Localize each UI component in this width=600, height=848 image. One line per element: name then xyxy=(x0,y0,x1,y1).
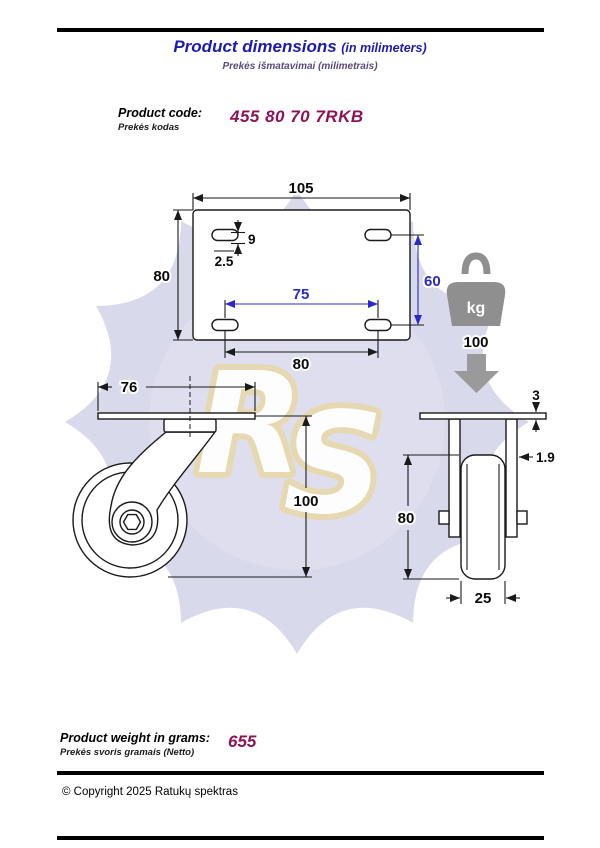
dim-wheel-width: 25 xyxy=(475,590,492,607)
down-arrow-icon xyxy=(454,354,499,393)
copyright-text: © Copyright 2025 Ratukų spektras xyxy=(62,786,238,798)
bottom-divider xyxy=(57,836,544,840)
dim-plate-width: 105 xyxy=(288,180,313,197)
dim-side-plate-length: 76 xyxy=(121,379,138,396)
slot-bottom-left xyxy=(211,318,239,332)
top-divider xyxy=(57,28,544,32)
side-plate xyxy=(97,412,256,420)
product-code-label: Product code: xyxy=(118,106,203,120)
front-plate xyxy=(419,412,547,420)
load-capacity-value: 100 xyxy=(463,334,488,351)
technical-drawing: R S 105 80 9 xyxy=(65,178,557,654)
dim-overall-height: 100 xyxy=(293,493,318,510)
page-subtitle: Prekės išmatavimai (milimetrais) xyxy=(222,61,378,72)
dim-hole-spacing-v: 60 xyxy=(424,273,441,290)
top-view-plate: 105 80 9 2.5 60 75 xyxy=(151,178,442,375)
wheel-front xyxy=(460,454,506,580)
page-title-note: (in milimeters) xyxy=(341,41,427,55)
side-view-swivel-caster: 76 100 xyxy=(72,376,321,578)
rs-logo-letter-s: S xyxy=(283,383,384,546)
dim-fork-thickness: 1.9 xyxy=(536,450,555,465)
weight-label: Product weight in grams: xyxy=(60,731,211,745)
axle-bolt-left xyxy=(438,510,450,525)
kg-unit-label: kg xyxy=(467,300,486,317)
dim-slot-height: 9 xyxy=(248,232,256,247)
hub xyxy=(119,509,145,535)
weight-value: 655 xyxy=(228,732,257,751)
weight-label-lt: Prekės svoris gramais (Netto) xyxy=(60,747,195,758)
front-view-fixed-caster: 3 1.9 80 25 xyxy=(396,386,557,609)
axle-nut-hexagon xyxy=(122,513,142,531)
fork-leg-left xyxy=(448,418,461,538)
fork-leg-right xyxy=(505,418,518,538)
kettlebell-handle-icon xyxy=(461,252,491,275)
axle-bolt-right xyxy=(516,510,528,525)
page-title: Product dimensions (in milimeters) xyxy=(0,37,600,57)
dim-plate-thickness: 3 xyxy=(532,388,540,403)
footer-divider xyxy=(57,771,544,775)
load-capacity: kg 100 xyxy=(446,252,506,393)
product-code-label-lt: Prekės kodas xyxy=(118,122,180,133)
dim-wheel-diameter: 80 xyxy=(398,510,415,527)
rs-logo-letter-r: R xyxy=(196,343,304,506)
slot-top-left xyxy=(211,228,239,242)
dim-hole-spacing-h1: 75 xyxy=(293,286,310,303)
kettlebell-icon xyxy=(446,282,506,326)
dim-hole-spacing-h2: 80 xyxy=(293,356,310,373)
dim-slot-radius: 2.5 xyxy=(215,254,234,269)
dim-plate-height: 80 xyxy=(153,268,170,285)
page-title-text: Product dimensions xyxy=(173,37,337,56)
product-code-value: 455 80 70 7RKB xyxy=(230,107,364,126)
